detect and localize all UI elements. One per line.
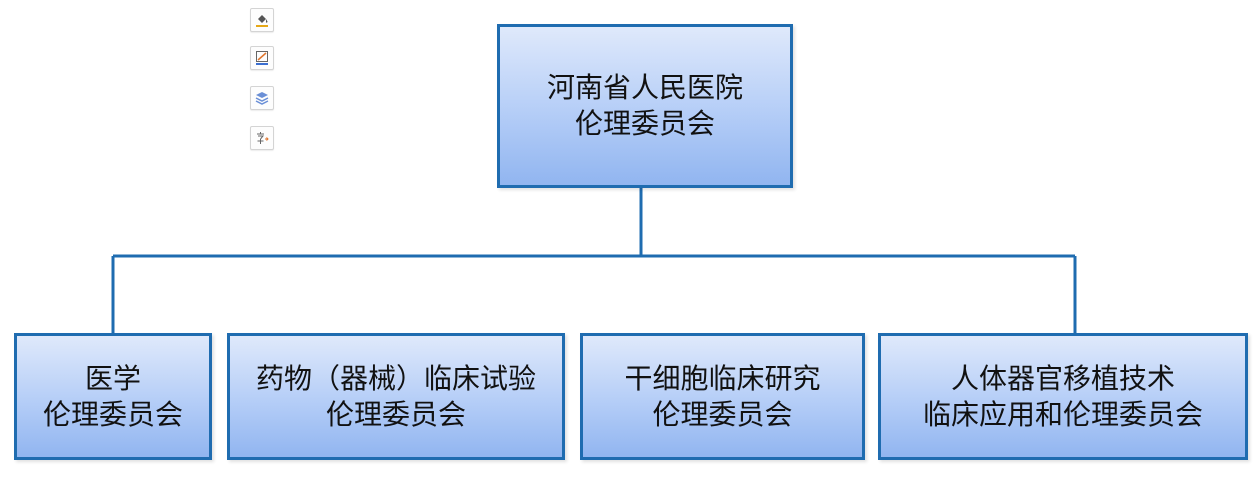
fill-color-button[interactable] (250, 8, 274, 32)
org-node-line2: 伦理委员会 (325, 397, 466, 431)
org-node-drug-device-trial-ethics[interactable]: 药物（器械）临床试验 伦理委员会 (227, 333, 565, 460)
text-format-button[interactable] (250, 126, 274, 150)
org-node-line2: 伦理委员会 (42, 397, 183, 431)
org-node-root[interactable]: 河南省人民医院 伦理委员会 (497, 24, 793, 188)
fill-bucket-icon (256, 15, 268, 27)
line-color-button[interactable] (250, 46, 274, 70)
org-node-organ-transplant-ethics[interactable]: 人体器官移植技术 临床应用和伦理委员会 (878, 333, 1248, 460)
org-node-line1: 医学 (84, 361, 141, 395)
org-node-line2: 临床应用和伦理委员会 (922, 397, 1203, 431)
org-node-medical-ethics[interactable]: 医学 伦理委员会 (14, 333, 212, 460)
org-node-root-line2: 伦理委员会 (574, 107, 715, 140)
org-node-line1: 药物（器械）临床试验 (255, 361, 536, 395)
org-node-root-line1: 河南省人民医院 (546, 71, 743, 104)
text-format-icon (257, 132, 269, 144)
layers-button[interactable] (250, 86, 274, 110)
org-node-line1: 干细胞临床研究 (624, 361, 821, 395)
line-color-icon (256, 51, 268, 65)
org-node-line1: 人体器官移植技术 (950, 361, 1175, 395)
layers-icon (255, 92, 269, 105)
org-node-stem-cell-research-ethics[interactable]: 干细胞临床研究 伦理委员会 (580, 333, 865, 460)
org-node-line2: 伦理委员会 (652, 397, 793, 431)
